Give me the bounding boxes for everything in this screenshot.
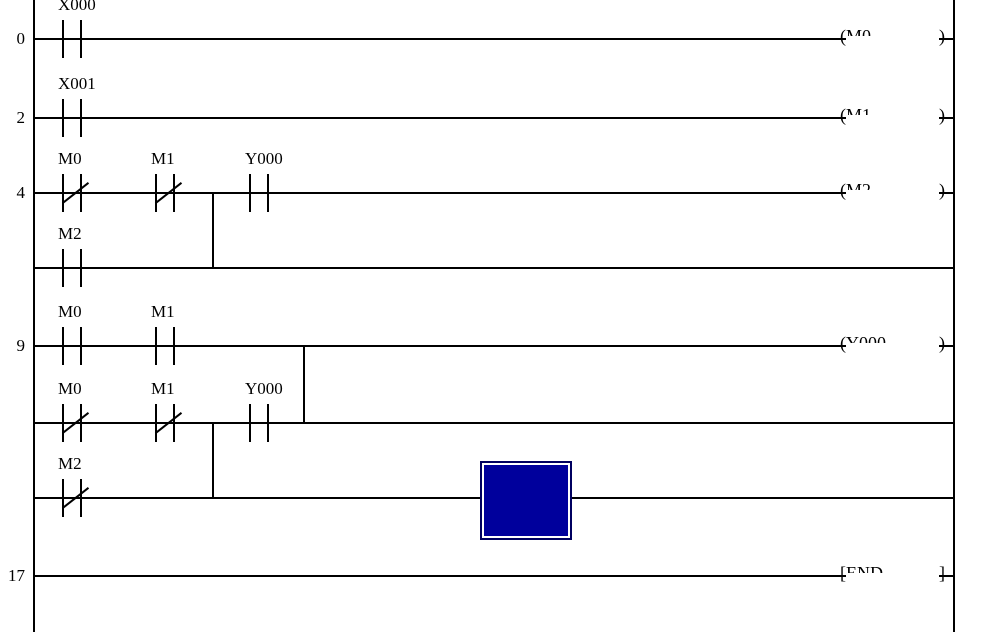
contact-m1[interactable] <box>155 327 183 365</box>
contact-bar-right <box>173 174 175 212</box>
contact-bar-right <box>80 404 82 442</box>
rung-line-number: 4 <box>16 183 26 202</box>
contact-label: M2 <box>58 224 82 243</box>
rung-line-number: 17 <box>8 566 25 585</box>
branch-connector <box>212 192 214 269</box>
rung-wire <box>33 267 953 269</box>
contact-bar-left <box>62 20 64 58</box>
contact-label: M0 <box>58 302 82 321</box>
contact-label: M1 <box>151 379 175 398</box>
contact-slash-icon <box>154 182 183 204</box>
contact-y000[interactable] <box>249 404 277 442</box>
rung-line-number: 2 <box>16 108 26 127</box>
contact-bar-right <box>80 99 82 137</box>
contact-bar-right <box>80 174 82 212</box>
contact-bar-left <box>155 174 157 212</box>
contact-label: X000 <box>58 0 96 14</box>
contact-bar-right <box>80 327 82 365</box>
rung-wire <box>33 345 953 347</box>
branch-connector <box>212 422 214 499</box>
contact-bar-left <box>249 174 251 212</box>
branch-connector <box>303 345 305 424</box>
contact-m1[interactable] <box>154 404 183 442</box>
contact-slash-icon <box>61 487 90 509</box>
contact-m2[interactable] <box>62 249 90 287</box>
coil-close-bracket: ) <box>939 105 945 125</box>
contact-bar-left <box>155 327 157 365</box>
contact-y000[interactable] <box>249 174 277 212</box>
coil-wire-gap <box>846 190 939 196</box>
selection-cursor-block[interactable] <box>480 461 572 540</box>
contact-m0[interactable] <box>61 174 90 212</box>
contact-m1[interactable] <box>154 174 183 212</box>
contact-m0[interactable] <box>61 404 90 442</box>
coil-wire-gap <box>846 36 939 42</box>
contact-label: X001 <box>58 74 96 93</box>
rung-wire <box>33 192 953 194</box>
contact-bar-left <box>249 404 251 442</box>
contact-bar-left <box>62 327 64 365</box>
contact-slash-icon <box>61 412 90 434</box>
contact-bar-right <box>173 327 175 365</box>
contact-slash-icon <box>61 182 90 204</box>
contact-label: M1 <box>151 302 175 321</box>
contact-bar-right <box>80 479 82 517</box>
rung-wire <box>33 575 953 577</box>
rung-wire <box>33 38 953 40</box>
contact-x001[interactable] <box>62 99 90 137</box>
contact-bar-left <box>62 479 64 517</box>
coil-wire-gap <box>846 573 939 579</box>
rung-line-number: 0 <box>16 29 26 48</box>
contact-bar-right <box>267 174 269 212</box>
contact-x000[interactable] <box>62 20 90 58</box>
contact-label: M0 <box>58 149 82 168</box>
contact-m2[interactable] <box>61 479 90 517</box>
contact-bar-right <box>80 20 82 58</box>
coil-wire-gap <box>846 343 939 349</box>
contact-bar-left <box>62 174 64 212</box>
rung-line-number: 9 <box>16 336 26 355</box>
coil-close-bracket: ) <box>939 26 945 46</box>
coil-close-bracket: ) <box>939 180 945 200</box>
contact-bar-right <box>80 249 82 287</box>
contact-slash-icon <box>154 412 183 434</box>
contact-label: Y000 <box>245 149 283 168</box>
contact-bar-left <box>62 99 64 137</box>
contact-m0[interactable] <box>62 327 90 365</box>
coil-close-bracket: ) <box>939 333 945 353</box>
rung-wire <box>33 117 953 119</box>
contact-label: Y000 <box>245 379 283 398</box>
left-power-rail <box>33 0 35 632</box>
coil-close-bracket: ] <box>939 563 945 583</box>
contact-label: M0 <box>58 379 82 398</box>
coil-wire-gap <box>846 115 939 121</box>
contact-bar-right <box>173 404 175 442</box>
contact-bar-right <box>267 404 269 442</box>
rung-wire <box>33 422 953 424</box>
contact-bar-left <box>155 404 157 442</box>
right-power-rail <box>953 0 955 632</box>
contact-bar-left <box>62 249 64 287</box>
contact-label: M2 <box>58 454 82 473</box>
contact-label: M1 <box>151 149 175 168</box>
contact-bar-left <box>62 404 64 442</box>
